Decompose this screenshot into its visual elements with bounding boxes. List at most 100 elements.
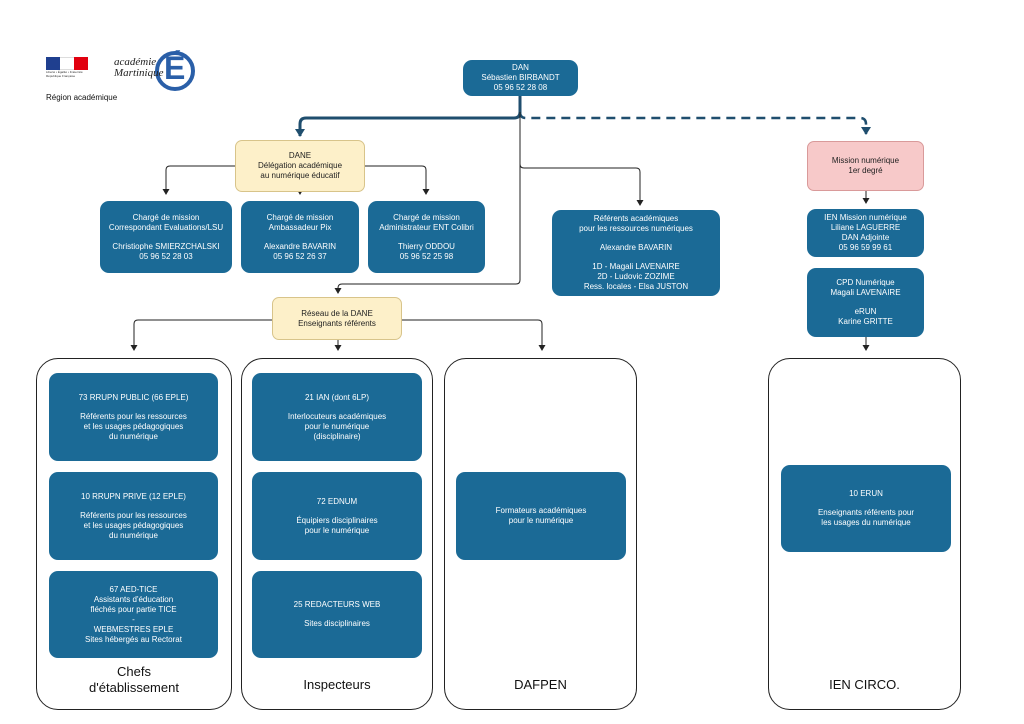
box-text-line: Karine GRITTE	[838, 317, 893, 326]
box-text-line: Thierry ODDOU	[398, 241, 455, 251]
box-text-line: les usages du numérique	[821, 518, 911, 527]
box-text-line: 10 RRUPN PRIVE (12 EPLE)	[81, 491, 186, 501]
box-text-line: WEBMESTRES EPLE	[93, 624, 174, 634]
box-text-line: Chargé de mission	[266, 212, 334, 222]
box-text-line: Liliane LAGUERRE	[830, 223, 901, 232]
box-text-line: CPD Numérique	[836, 278, 895, 287]
academie-logo: É académie Martinique	[112, 36, 202, 96]
box-text-line: pour le numérique	[304, 525, 370, 535]
box-text-line: fléchés pour partie TICE	[90, 604, 177, 614]
box-text-line: Chargé de mission	[393, 212, 460, 222]
connector-dan-referents	[519, 112, 644, 206]
connector-dan-reseau	[334, 160, 521, 294]
box-text-line: Interlocuteurs académiques	[287, 411, 387, 421]
academie-line1: académie	[114, 56, 157, 68]
box-text-line: 25 REDACTEURS WEB	[293, 600, 381, 609]
box-text-line: Enseignants référents	[298, 318, 376, 328]
box-text-line: Ambassadeur Pix	[268, 222, 332, 232]
republique-logo: Liberté • Égalité • Fraternité Républiqu…	[46, 57, 90, 85]
box-text-line: (disciplinaire)	[313, 431, 361, 441]
box-text-line: 05 96 59 99 61	[838, 243, 893, 252]
box-text-line: pour le numérique	[304, 421, 370, 431]
box-text-line: au numérique éducatif	[260, 171, 340, 180]
box-text-line: et les usages pédagogiques	[83, 421, 184, 431]
group-label-inspecteurs: Inspecteurs	[241, 677, 433, 693]
connector-reseau-groups	[130, 319, 272, 351]
redacteurs-web-box: 25 REDACTEURS WEB Sites disciplinaires	[252, 571, 422, 658]
box-text-line: DAN	[512, 63, 529, 72]
group-label-line: d'établissement	[89, 680, 179, 695]
box-text-line: pour les ressources numériques	[579, 224, 693, 233]
rrupn-prive-box: 10 RRUPN PRIVE (12 EPLE)Référents pour l…	[49, 472, 218, 560]
box-text-line: Mission numérique	[831, 156, 900, 165]
box-text-line: Correspondant Evaluations/LSU	[108, 222, 224, 232]
academie-e-icon	[155, 51, 195, 91]
box-text-line: -	[132, 614, 135, 624]
box-text-line: Christiophe SMIERZCHALSKI	[112, 241, 220, 251]
republique-text-2: République Française	[46, 74, 76, 78]
box-text-line: Alexandre BAVARIN	[263, 241, 337, 251]
box-text-line: Sites disciplinaires	[304, 619, 370, 628]
box-text-line: 05 96 52 25 98	[399, 251, 454, 261]
rrupn-public-box: 73 RRUPN PUBLIC (66 EPLE) Référents pour …	[49, 373, 218, 461]
box-text-line: 05 96 52 28 03	[139, 251, 193, 261]
box-text-line: Réseau de la DANE	[301, 308, 373, 318]
box-text-line: Enseignants référents pour	[817, 508, 915, 517]
group-label-line: Chefs	[117, 664, 151, 679]
box-text-line: 2D - Ludovic ZOZIME	[597, 272, 675, 281]
academie-line2: Martinique	[114, 67, 164, 79]
box-text-line: 05 96 52 26 37	[273, 251, 327, 261]
box-text-line: Formateurs académiques	[495, 506, 587, 515]
box-text-line: Assistants d'éducation	[93, 594, 174, 604]
box-text-line: DAN Adjointe	[841, 233, 890, 242]
connector-dane-charges	[162, 165, 235, 195]
box-text-line: Équipiers disciplinaires	[296, 515, 378, 525]
box-text-line: 05 96 52 28 08	[493, 83, 548, 92]
connector-dan-mission	[518, 111, 871, 135]
academie-letter: É	[164, 50, 186, 86]
box-text-line: Référents pour les ressources	[80, 411, 187, 421]
box-text-line: Chargé de mission	[132, 212, 200, 222]
republique-text-1: Liberté • Égalité • Fraternité	[46, 70, 83, 74]
box-text-line: Sites hébergés au Rectorat	[85, 634, 182, 644]
box-text-line: Magali LAVENAIRE	[830, 288, 901, 297]
group-label-dafpen: DAFPEN	[444, 677, 637, 693]
group-label-line: IEN CIRCO.	[829, 677, 900, 692]
group-label-line: DAFPEN	[514, 677, 567, 692]
box-text-line: 10 ERUN	[849, 489, 883, 498]
box-text-line: Ress. locales - Elsa JUSTON	[583, 282, 689, 291]
box-text-line: Délégation académique	[257, 161, 343, 170]
box-text-line: Référents académiques	[593, 214, 679, 223]
box-text-line: du numérique	[109, 431, 158, 441]
box-text-line: Alexandre BAVARIN	[599, 243, 673, 252]
connector-dan-dane	[295, 96, 522, 137]
box-text-line: et les usages pédagogiques	[83, 520, 184, 530]
box-text-line: Sébastien BIRBANDT	[481, 73, 560, 82]
box-text-line: DANE	[288, 151, 312, 160]
box-text-line: 21 IAN (dont 6LP)	[304, 392, 370, 402]
box-text-line: 1er degré	[848, 166, 883, 175]
box-text-line: IEN Mission numérique	[824, 213, 907, 222]
ian-box: 21 IAN (dont 6LP) Interlocuteurs académiq…	[252, 373, 422, 461]
box-text-line: Administrateur ENT Colibri	[379, 222, 474, 232]
box-text-line: 1D - Magali LAVENAIRE	[592, 262, 680, 271]
box-text-line: du numérique	[109, 530, 158, 540]
box-text-line: pour le numérique	[508, 516, 574, 525]
box-text-line: 67 AED-TICE	[109, 584, 158, 594]
box-text-line: 73 RRUPN PUBLIC (66 EPLE)	[78, 392, 189, 402]
group-label-ien-circo: IEN CIRCO.	[768, 677, 961, 693]
box-text-line: eRUN	[854, 307, 877, 316]
